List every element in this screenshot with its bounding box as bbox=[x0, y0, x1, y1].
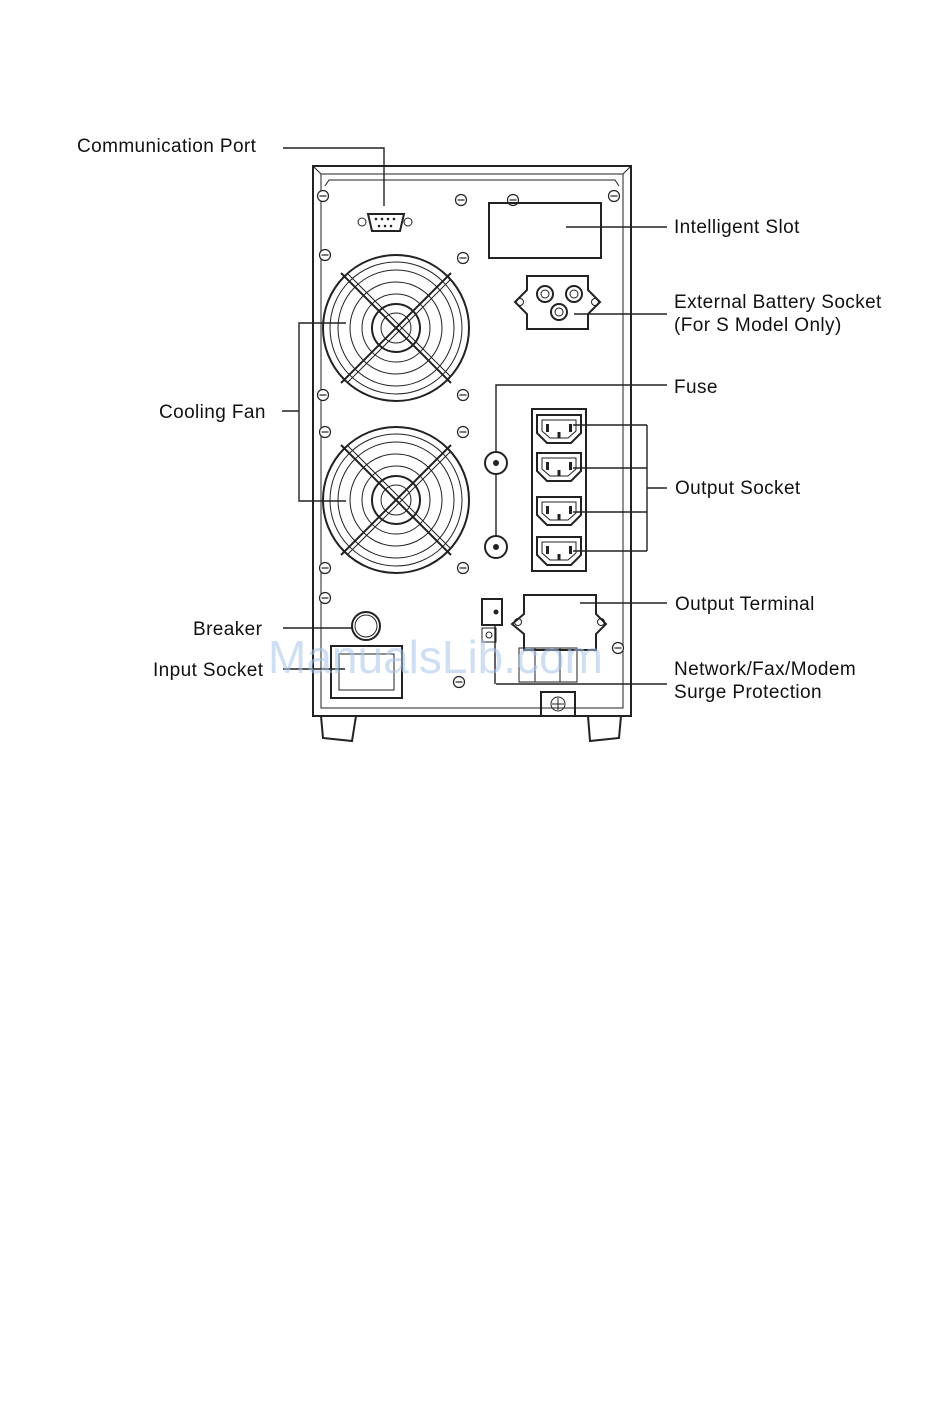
right-foot bbox=[588, 716, 621, 741]
label-network-fax-modem: Network/Fax/Modem bbox=[674, 659, 856, 680]
cooling-fan-icon bbox=[323, 427, 469, 573]
watermark: ManualsLib.com bbox=[268, 631, 603, 683]
intelligent-slot-icon bbox=[489, 203, 601, 258]
label-cooling-fan: Cooling Fan bbox=[159, 402, 266, 423]
communication-port-icon bbox=[358, 214, 412, 231]
leader-lines bbox=[282, 148, 667, 684]
label-intelligent-slot: Intelligent Slot bbox=[674, 217, 800, 238]
label-output-terminal: Output Terminal bbox=[675, 594, 815, 615]
external-battery-socket-icon bbox=[515, 276, 600, 329]
output-socket-icon bbox=[537, 497, 581, 525]
label-breaker: Breaker bbox=[193, 619, 263, 640]
output-socket-icon bbox=[537, 453, 581, 481]
output-socket-icon bbox=[537, 415, 581, 443]
label-output-socket: Output Socket bbox=[675, 478, 801, 499]
label-surge-protection: Surge Protection bbox=[674, 682, 822, 703]
label-external-battery-note: (For S Model Only) bbox=[674, 315, 842, 336]
ground-terminal-icon bbox=[541, 692, 575, 716]
label-fuse: Fuse bbox=[674, 377, 718, 398]
label-communication-port: Communication Port bbox=[77, 136, 257, 157]
output-socket-panel bbox=[532, 409, 586, 571]
left-foot bbox=[321, 716, 356, 741]
label-external-battery-socket: External Battery Socket bbox=[674, 292, 882, 313]
label-input-socket: Input Socket bbox=[153, 660, 264, 681]
cooling-fan-icon bbox=[323, 255, 469, 401]
